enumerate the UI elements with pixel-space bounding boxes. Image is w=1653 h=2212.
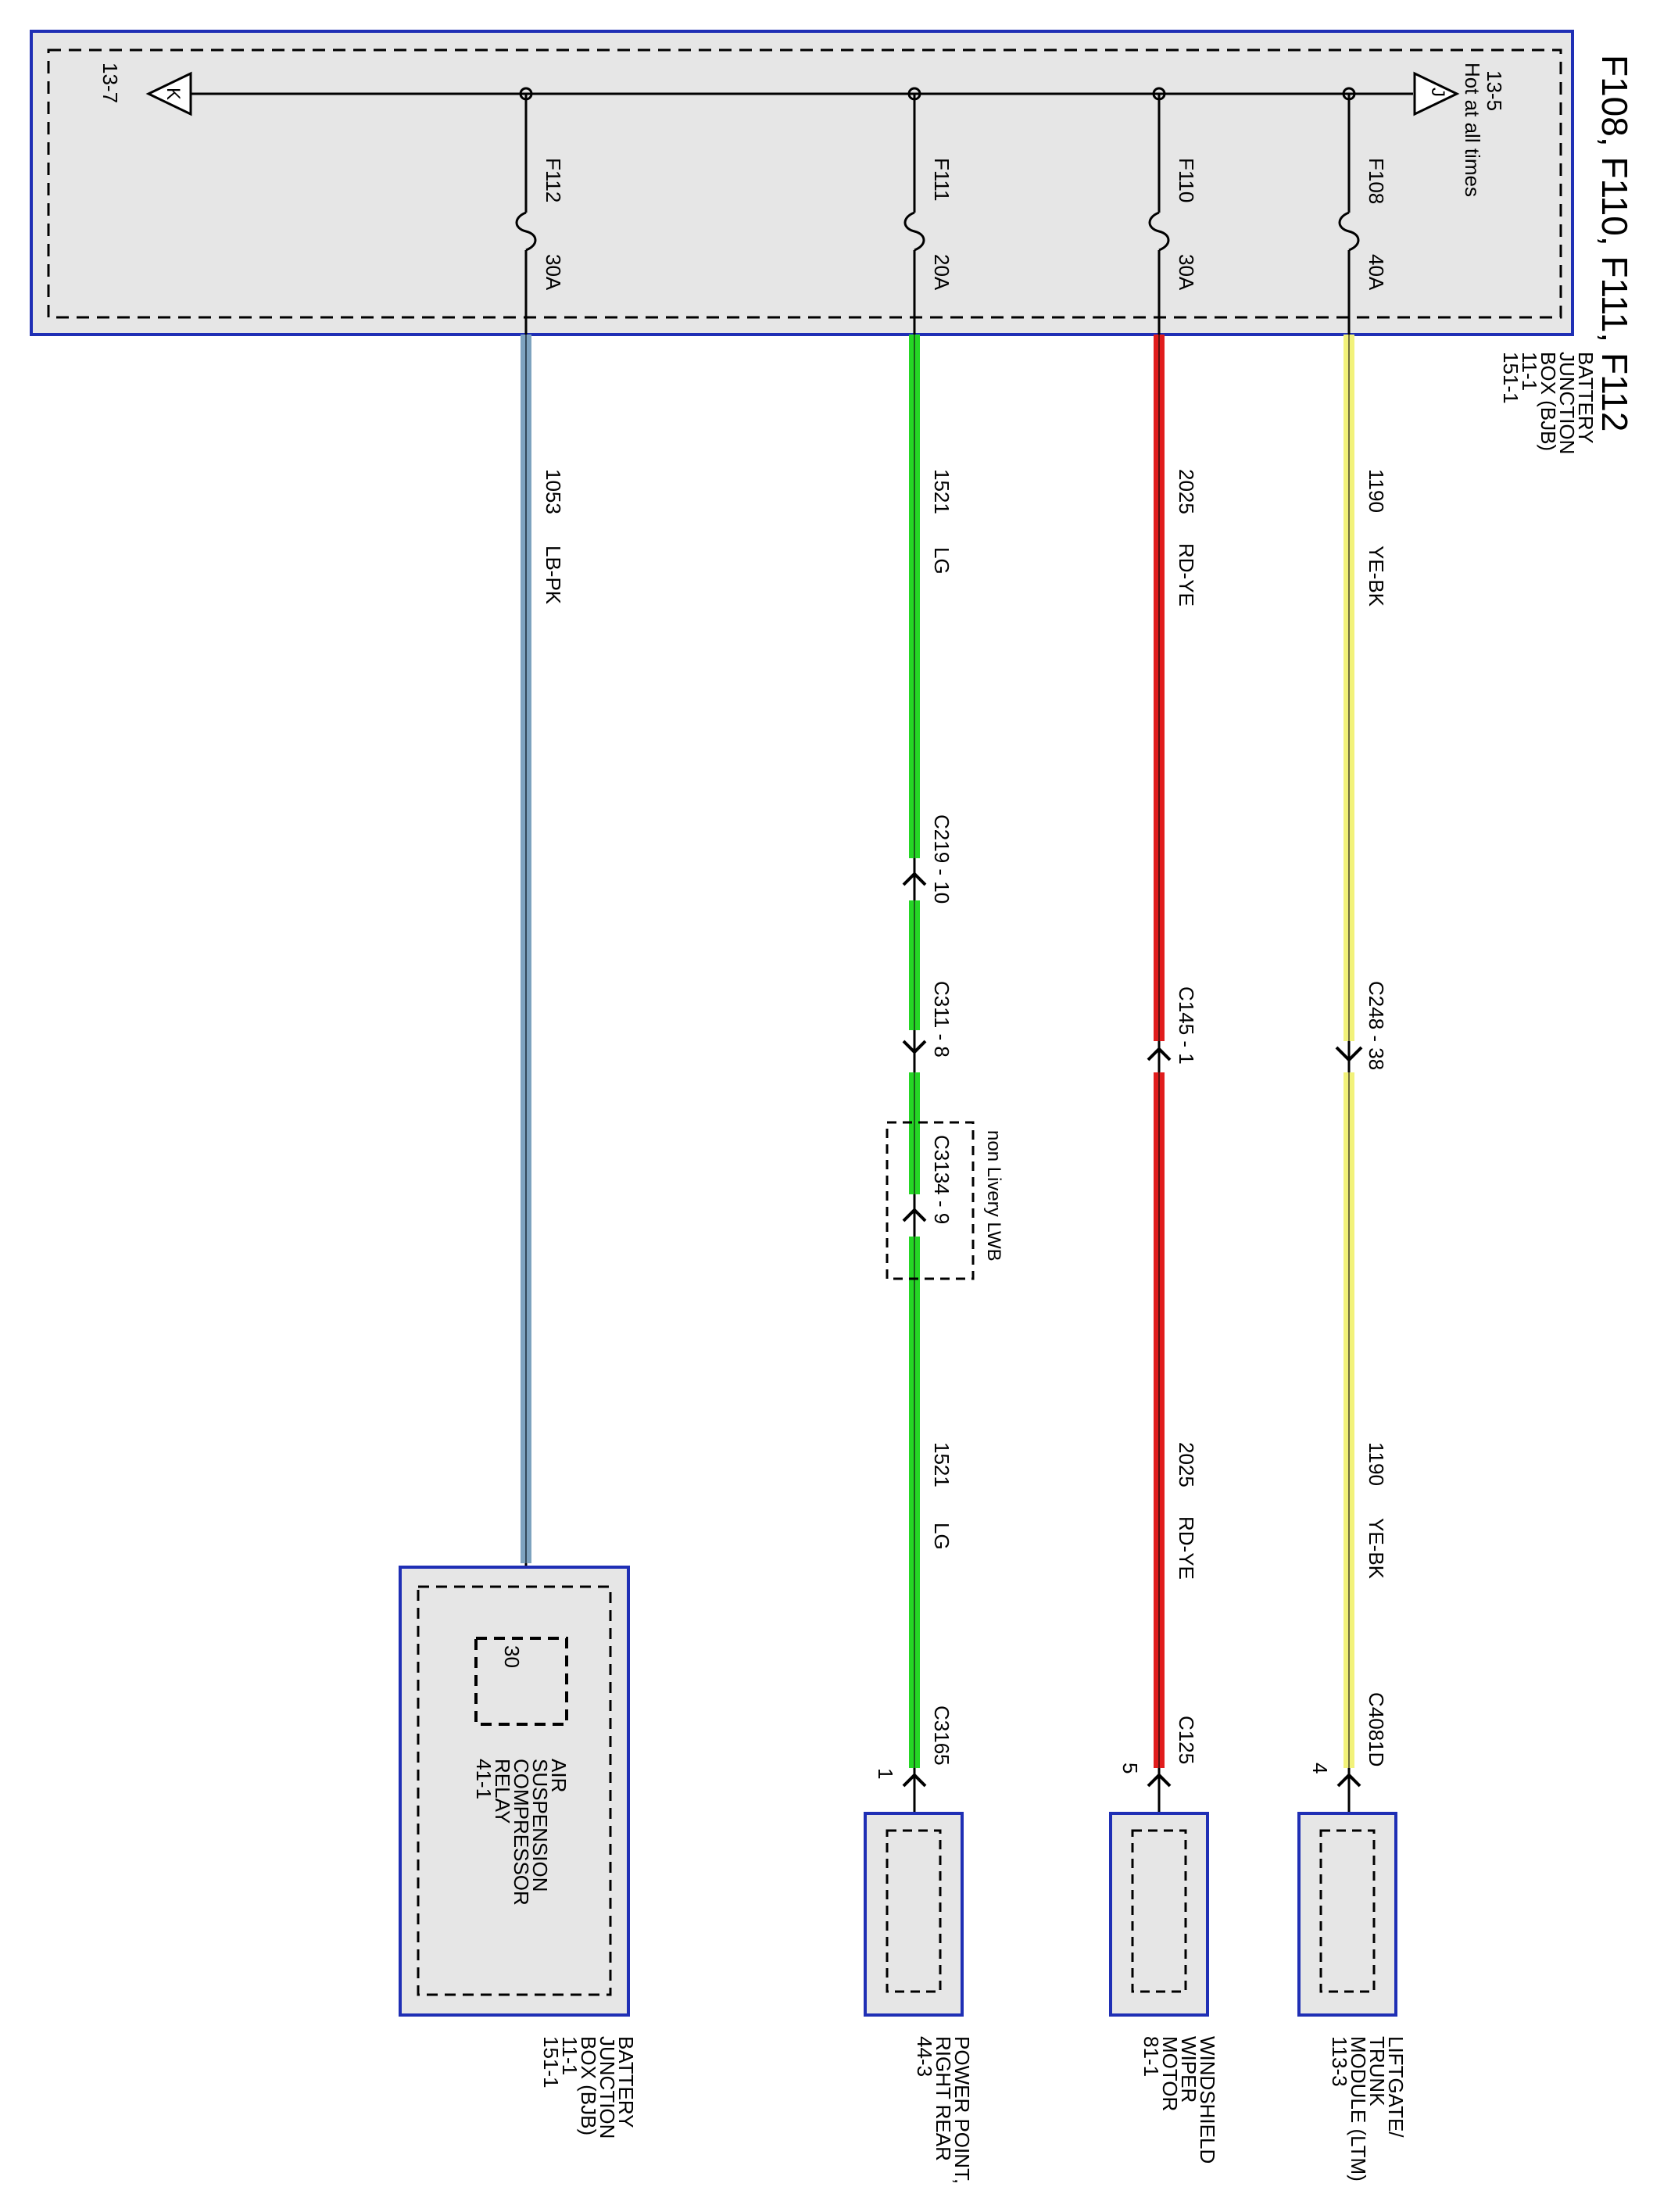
component-windshield-wiper-motor[interactable] — [1109, 1812, 1209, 2017]
fuse-f110-id: F110 — [1175, 158, 1198, 202]
svg-text:SUSPENSION: SUSPENSION — [528, 1759, 552, 1892]
svg-text:81-1: 81-1 — [1140, 2036, 1163, 2077]
fuse-f108[interactable] — [1338, 94, 1360, 335]
component-liftgate-label: LIFTGATE/ TRUNK MODULE (LTM) 113-3 — [1328, 2036, 1408, 2182]
fuse-f112-id: F112 — [542, 158, 565, 202]
svg-text:RIGHT REAR: RIGHT REAR — [932, 2036, 955, 2161]
pin-1-label: 1 — [874, 1768, 897, 1779]
fuse-f111-rating: 20A — [930, 254, 954, 291]
svg-text:BOX (BJB): BOX (BJB) — [577, 2036, 600, 2135]
connector-c248-icon[interactable] — [1335, 1041, 1363, 1072]
svg-text:K: K — [163, 88, 184, 100]
option-box-non-livery-lwb — [886, 1121, 975, 1280]
svg-text:J: J — [1427, 88, 1448, 97]
wire-1521-number-top: 1521 — [930, 469, 954, 514]
svg-text:BATTERY: BATTERY — [1574, 352, 1598, 444]
svg-text:WIPER: WIPER — [1177, 2036, 1200, 2103]
wire-2025-number-top: 2025 — [1175, 469, 1198, 514]
fuse-f111-id: F111 — [930, 158, 954, 201]
fuse-f108-rating: 40A — [1365, 254, 1388, 291]
svg-text:JUNCTION: JUNCTION — [596, 2036, 619, 2139]
relay-pin-30: 30 — [500, 1645, 524, 1668]
wire-1521-color-bottom: LG — [930, 1523, 954, 1550]
svg-text:JUNCTION: JUNCTION — [1555, 352, 1579, 454]
connector-c145-label: C145 - 1 — [1175, 986, 1198, 1065]
fuse-f112[interactable] — [515, 94, 537, 335]
fuse-f111[interactable] — [903, 94, 925, 335]
wire-2025-color-top: RD-YE — [1175, 543, 1198, 607]
fuse-f108-id: F108 — [1365, 158, 1388, 204]
option-note-non-livery-lwb: non Livery LWB — [983, 1130, 1004, 1262]
connector-c4081d-label: C4081D — [1365, 1692, 1388, 1766]
connector-c145-icon[interactable] — [1147, 1041, 1172, 1072]
component-air-suspension-relay-label: AIR SUSPENSION COMPRESSOR RELAY 41-1 — [472, 1759, 571, 1906]
wire-1190-color-bottom: YE-BK — [1365, 1518, 1388, 1580]
connector-c3165-icon[interactable] — [902, 1773, 927, 1788]
connector-c311-icon[interactable] — [902, 1030, 927, 1072]
wire-1190-color-top: YE-BK — [1365, 546, 1388, 607]
svg-text:113-3: 113-3 — [1328, 2036, 1351, 2087]
svg-text:MOTOR: MOTOR — [1158, 2036, 1182, 2111]
connector-c3134-icon[interactable] — [902, 1194, 927, 1237]
pin-5-label: 5 — [1118, 1763, 1142, 1774]
svg-text:LIFTGATE/: LIFTGATE/ — [1384, 2036, 1408, 2138]
svg-text:11-1: 11-1 — [1518, 352, 1541, 391]
connector-c248-label: C248 - 38 — [1365, 981, 1388, 1070]
pin-4-label: 4 — [1308, 1763, 1332, 1774]
wire-1521-color-top: LG — [930, 547, 954, 574]
wire-1190-number-top: 1190 — [1365, 469, 1388, 513]
svg-text:RELAY: RELAY — [491, 1759, 514, 1824]
svg-text:COMPRESSOR: COMPRESSOR — [510, 1759, 533, 1906]
wire-1521-number-bottom: 1521 — [930, 1442, 954, 1487]
svg-text:41-1: 41-1 — [472, 1759, 496, 1799]
page-ref-k-icon[interactable]: K — [145, 71, 192, 116]
wire-1053-number: 1053 — [542, 469, 565, 514]
svg-text:151-1: 151-1 — [539, 2036, 563, 2089]
wire-2025-number-bottom: 2025 — [1175, 1442, 1198, 1487]
page-ref-k-label[interactable]: 13-7 — [98, 63, 122, 103]
connector-c219-icon[interactable] — [902, 858, 927, 900]
page-ref-j-label[interactable]: 13-5 — [1483, 70, 1506, 111]
component-liftgate-trunk-module[interactable] — [1297, 1812, 1397, 2017]
svg-text:AIR: AIR — [547, 1759, 571, 1792]
component-power-point-right-rear[interactable] — [864, 1812, 964, 2017]
wire-1053-color: LB-PK — [542, 546, 565, 605]
svg-text:TRUNK: TRUNK — [1365, 2036, 1389, 2106]
svg-text:151-1: 151-1 — [1499, 352, 1522, 404]
connector-c3165-label: C3165 — [930, 1706, 954, 1766]
wire-1190-number-bottom: 1190 — [1365, 1442, 1388, 1486]
connector-c3134-label: C3134 - 9 — [930, 1135, 954, 1224]
hot-at-all-times-note: Hot at all times — [1461, 63, 1484, 197]
wire-2025-color-bottom: RD-YE — [1175, 1516, 1198, 1580]
battery-junction-box-top — [30, 30, 1574, 336]
component-bjb-lower-label: BATTERY JUNCTION BOX (BJB) 11-1 151-1 — [539, 2036, 638, 2139]
svg-text:BOX (BJB): BOX (BJB) — [1537, 352, 1560, 451]
svg-text:BATTERY: BATTERY — [614, 2036, 638, 2128]
svg-text:44-3: 44-3 — [913, 2036, 936, 2077]
fuse-f110-rating: 30A — [1175, 254, 1198, 291]
connector-c4081d-icon[interactable] — [1336, 1773, 1361, 1788]
component-wiper-label: WINDSHIELD WIPER MOTOR 81-1 — [1140, 2036, 1219, 2164]
relay-pin-box[interactable] — [474, 1637, 568, 1726]
fuse-f110[interactable] — [1148, 94, 1170, 335]
connector-c219-label: C219 - 10 — [930, 814, 954, 904]
bjb-top-label: BATTERY JUNCTION BOX (BJB) 11-1 151-1 — [1499, 352, 1598, 454]
connector-c125-icon[interactable] — [1147, 1773, 1172, 1788]
diagram-title: F108, F110, F111, F112 — [1594, 55, 1635, 431]
fuse-f112-rating: 30A — [542, 254, 565, 291]
svg-text:WINDSHIELD: WINDSHIELD — [1196, 2036, 1219, 2164]
svg-text:POWER POINT,: POWER POINT, — [950, 2036, 974, 2184]
connector-c311-label: C311 - 8 — [930, 981, 954, 1058]
connector-c125-label: C125 — [1175, 1716, 1198, 1764]
component-power-point-label: POWER POINT, RIGHT REAR 44-3 — [913, 2036, 974, 2184]
svg-text:11-1: 11-1 — [558, 2036, 581, 2075]
page-ref-j-icon[interactable]: J — [1413, 71, 1460, 116]
svg-text:MODULE (LTM): MODULE (LTM) — [1347, 2036, 1370, 2182]
